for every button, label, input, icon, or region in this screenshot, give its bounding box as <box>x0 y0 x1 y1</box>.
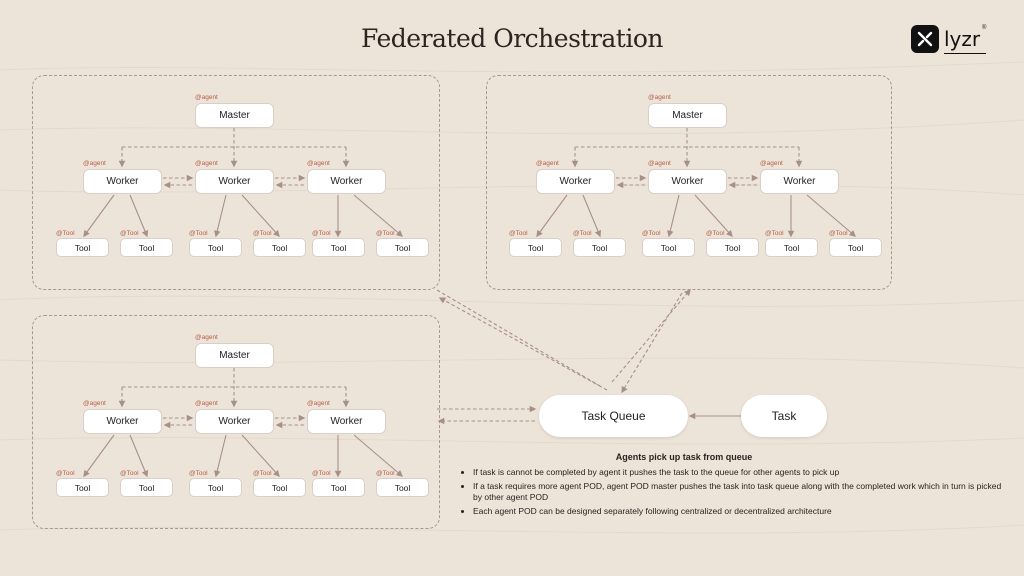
tool-node: Tool <box>642 238 695 257</box>
tool-node: Tool <box>312 238 365 257</box>
tool-tag: @Tool <box>376 230 395 237</box>
tool-tag: @Tool <box>189 470 208 477</box>
tool-tag: @Tool <box>706 230 725 237</box>
worker-node: Worker <box>307 169 386 194</box>
tool-node: Tool <box>253 478 306 497</box>
notes-bullet: Each agent POD can be designed separatel… <box>473 506 1002 517</box>
logo-registered-mark: ® <box>982 25 987 31</box>
tool-tag: @Tool <box>120 470 139 477</box>
worker-node: Worker <box>195 409 274 434</box>
tool-node: Tool <box>253 238 306 257</box>
tool-tag: @Tool <box>253 230 272 237</box>
agent-tag: @agent <box>195 334 218 341</box>
page-title: Federated Orchestration <box>361 24 664 53</box>
agent-tag: @agent <box>195 160 218 167</box>
tool-tag: @Tool <box>829 230 848 237</box>
tool-node: Tool <box>189 238 242 257</box>
tool-tag: @Tool <box>253 470 272 477</box>
notes-list: If task is cannot be completed by agent … <box>462 467 1002 517</box>
tool-tag: @Tool <box>189 230 208 237</box>
agent-tag: @agent <box>536 160 559 167</box>
tool-node: Tool <box>509 238 562 257</box>
tool-node: Tool <box>706 238 759 257</box>
notes-heading: Agents pick up task from queue <box>615 452 753 462</box>
tool-tag: @Tool <box>312 470 331 477</box>
tool-node: Tool <box>573 238 626 257</box>
tool-tag: @Tool <box>573 230 592 237</box>
tool-node: Tool <box>376 238 429 257</box>
notes-panel: Agents pick up task from queue If task i… <box>462 452 1002 520</box>
agent-pod-top-left <box>32 75 440 290</box>
tool-node: Tool <box>829 238 882 257</box>
logo-underline <box>944 53 986 54</box>
notes-bullet: If a task requires more agent POD, agent… <box>473 481 1002 503</box>
tool-node: Tool <box>56 478 109 497</box>
worker-node: Worker <box>307 409 386 434</box>
worker-node: Worker <box>648 169 727 194</box>
tool-tag: @Tool <box>509 230 528 237</box>
master-node: Master <box>195 343 274 368</box>
logo-text: lyzr <box>944 27 981 51</box>
agent-tag: @agent <box>195 94 218 101</box>
agent-tag: @agent <box>307 160 330 167</box>
tool-node: Tool <box>56 238 109 257</box>
tool-node: Tool <box>120 478 173 497</box>
tool-node: Tool <box>376 478 429 497</box>
worker-node: Worker <box>536 169 615 194</box>
tool-node: Tool <box>765 238 818 257</box>
agent-tag: @agent <box>195 400 218 407</box>
master-node: Master <box>195 103 274 128</box>
tool-node: Tool <box>189 478 242 497</box>
lyzr-logo-mark-icon <box>911 25 939 53</box>
task-queue-node: Task Queue <box>539 395 688 437</box>
worker-node: Worker <box>83 169 162 194</box>
worker-node: Worker <box>83 409 162 434</box>
task-node: Task <box>741 395 827 437</box>
tool-tag: @Tool <box>56 470 75 477</box>
worker-node: Worker <box>195 169 274 194</box>
master-node: Master <box>648 103 727 128</box>
agent-tag: @agent <box>648 94 671 101</box>
tool-tag: @Tool <box>56 230 75 237</box>
tool-tag: @Tool <box>765 230 784 237</box>
agent-tag: @agent <box>83 400 106 407</box>
tool-node: Tool <box>312 478 365 497</box>
agent-tag: @agent <box>648 160 671 167</box>
agent-tag: @agent <box>760 160 783 167</box>
tool-tag: @Tool <box>312 230 331 237</box>
lyzr-logo: lyzr ® <box>911 25 987 57</box>
agent-tag: @agent <box>307 400 330 407</box>
agent-tag: @agent <box>83 160 106 167</box>
tool-tag: @Tool <box>376 470 395 477</box>
tool-node: Tool <box>120 238 173 257</box>
tool-tag: @Tool <box>642 230 661 237</box>
tool-tag: @Tool <box>120 230 139 237</box>
worker-node: Worker <box>760 169 839 194</box>
notes-bullet: If task is cannot be completed by agent … <box>473 467 1002 478</box>
